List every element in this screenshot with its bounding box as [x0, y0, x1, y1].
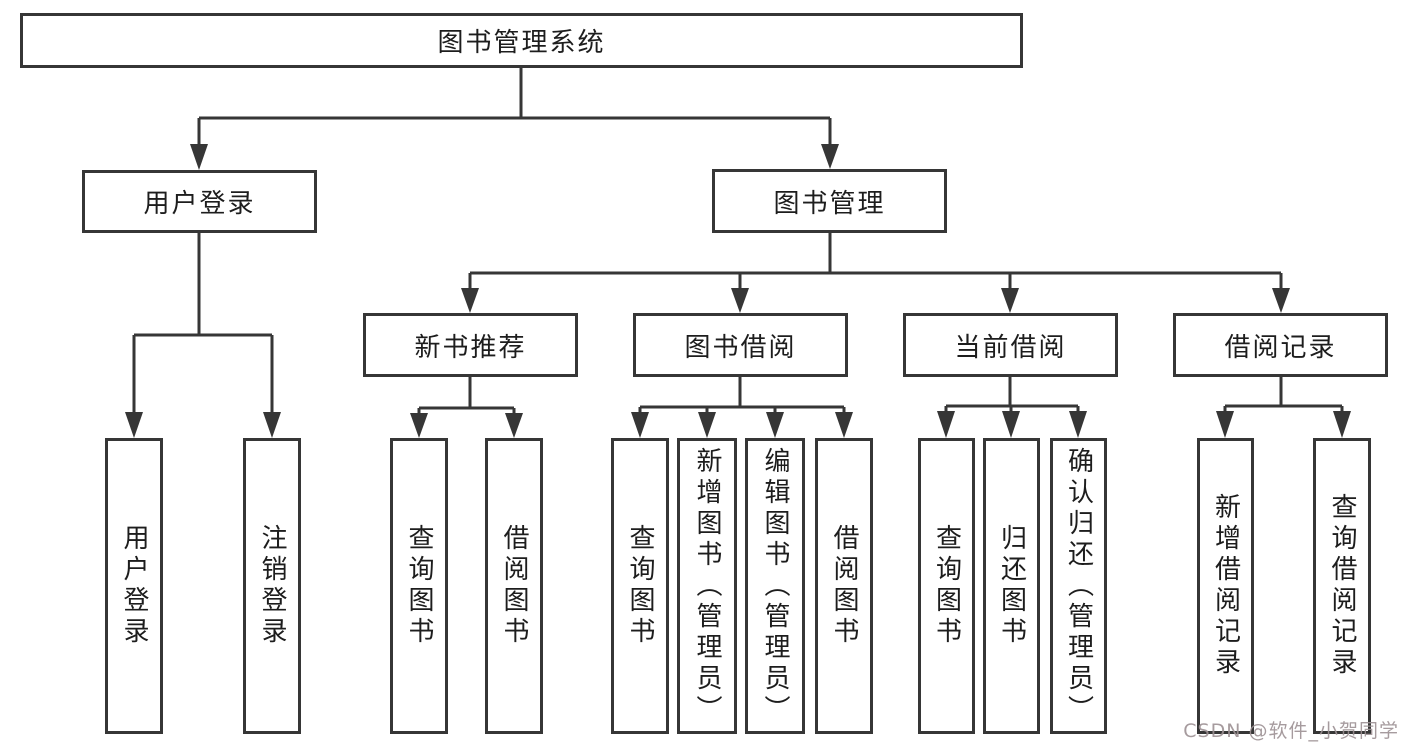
- branch-user-login: [125, 233, 281, 438]
- leaf-current-query-label: 查询图书: [931, 524, 962, 648]
- node-root-label: 图书管理系统: [437, 28, 606, 58]
- leaf-newbook-borrow-label: 借阅图书: [499, 524, 529, 648]
- leaf-logout: 注销登录: [243, 438, 301, 734]
- node-root: 图书管理系统: [20, 13, 1023, 68]
- leaf-current-confirm-admin-label: 确认归还（管理员）: [1063, 446, 1094, 726]
- leaf-current-query: 查询图书: [918, 438, 975, 734]
- leaf-borrow-add-admin-label: 新增图书（管理员）: [692, 446, 722, 726]
- leaf-records-add: 新增借阅记录: [1197, 438, 1254, 734]
- leaf-borrow-query-label: 查询图书: [625, 524, 655, 648]
- leaf-records-query-label: 查询借阅记录: [1327, 493, 1357, 679]
- node-user-login: 用户登录: [82, 170, 317, 233]
- leaf-current-return: 归还图书: [983, 438, 1040, 734]
- branch-root: [190, 68, 839, 170]
- node-book-borrow: 图书借阅: [633, 313, 848, 377]
- leaf-borrow-borrow-label: 借阅图书: [829, 524, 859, 648]
- node-book-management: 图书管理: [712, 169, 947, 233]
- leaf-records-query: 查询借阅记录: [1313, 438, 1371, 734]
- csdn-watermark: CSDN @软件_小贺同学: [1183, 720, 1399, 742]
- leaf-borrow-borrow: 借阅图书: [815, 438, 873, 734]
- leaf-records-add-label: 新增借阅记录: [1210, 493, 1241, 679]
- leaf-user-login: 用户登录: [105, 438, 163, 734]
- leaf-newbook-query: 查询图书: [390, 438, 448, 734]
- leaf-user-login-label: 用户登录: [119, 524, 149, 648]
- node-new-book-recommend-label: 新书推荐: [414, 332, 527, 363]
- branch-book-borrow: [631, 377, 853, 438]
- node-borrow-records: 借阅记录: [1173, 313, 1388, 377]
- leaf-current-return-label: 归还图书: [996, 524, 1027, 648]
- leaf-logout-label: 注销登录: [257, 524, 287, 648]
- leaf-newbook-borrow: 借阅图书: [485, 438, 543, 734]
- node-borrow-records-label: 借阅记录: [1224, 332, 1337, 363]
- leaf-newbook-query-label: 查询图书: [404, 524, 434, 648]
- node-book-management-label: 图书管理: [773, 188, 886, 219]
- leaf-borrow-edit-admin: 编辑图书（管理员）: [745, 438, 805, 734]
- node-user-login-label: 用户登录: [143, 189, 256, 219]
- node-book-borrow-label: 图书借阅: [684, 332, 797, 363]
- leaf-borrow-edit-admin-label: 编辑图书（管理员）: [760, 446, 790, 726]
- leaf-current-confirm-admin: 确认归还（管理员）: [1050, 438, 1107, 734]
- branch-book-management: [461, 233, 1290, 313]
- branch-borrow-records: [1216, 377, 1351, 438]
- leaf-borrow-query: 查询图书: [611, 438, 669, 734]
- branch-new-book: [410, 377, 523, 438]
- node-new-book-recommend: 新书推荐: [363, 313, 578, 377]
- node-current-borrow: 当前借阅: [903, 313, 1118, 377]
- leaf-borrow-add-admin: 新增图书（管理员）: [677, 438, 737, 734]
- node-current-borrow-label: 当前借阅: [954, 332, 1067, 363]
- branch-current-borrow: [937, 377, 1087, 438]
